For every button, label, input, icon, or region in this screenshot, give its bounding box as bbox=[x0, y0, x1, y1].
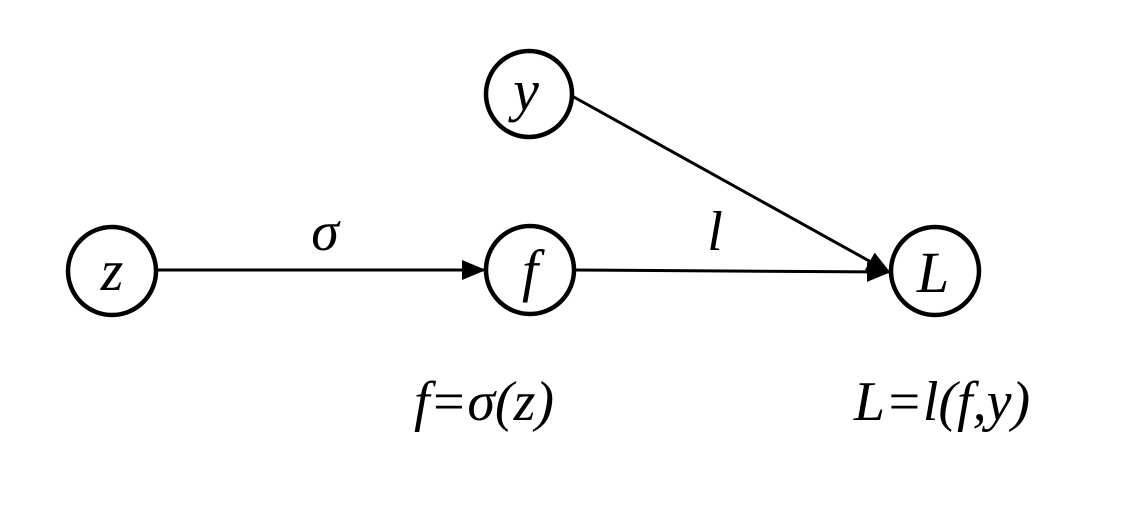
node-y: y bbox=[483, 48, 575, 140]
node-y-label: y bbox=[508, 58, 539, 123]
node-L: L bbox=[888, 224, 982, 318]
node-f: f bbox=[483, 223, 577, 317]
edge-y-to-L bbox=[571, 94, 891, 274]
node-L-label: L bbox=[916, 240, 949, 305]
edge-label-sigma: σ bbox=[311, 201, 341, 263]
node-z-label: z bbox=[100, 238, 124, 303]
edge-label-l: l bbox=[707, 201, 723, 263]
node-z: z bbox=[65, 224, 159, 318]
formula-L: L=l(f,y) bbox=[853, 371, 1030, 433]
formula-f: f=σ(z) bbox=[414, 371, 554, 433]
edge-f-to-L bbox=[575, 261, 891, 282]
